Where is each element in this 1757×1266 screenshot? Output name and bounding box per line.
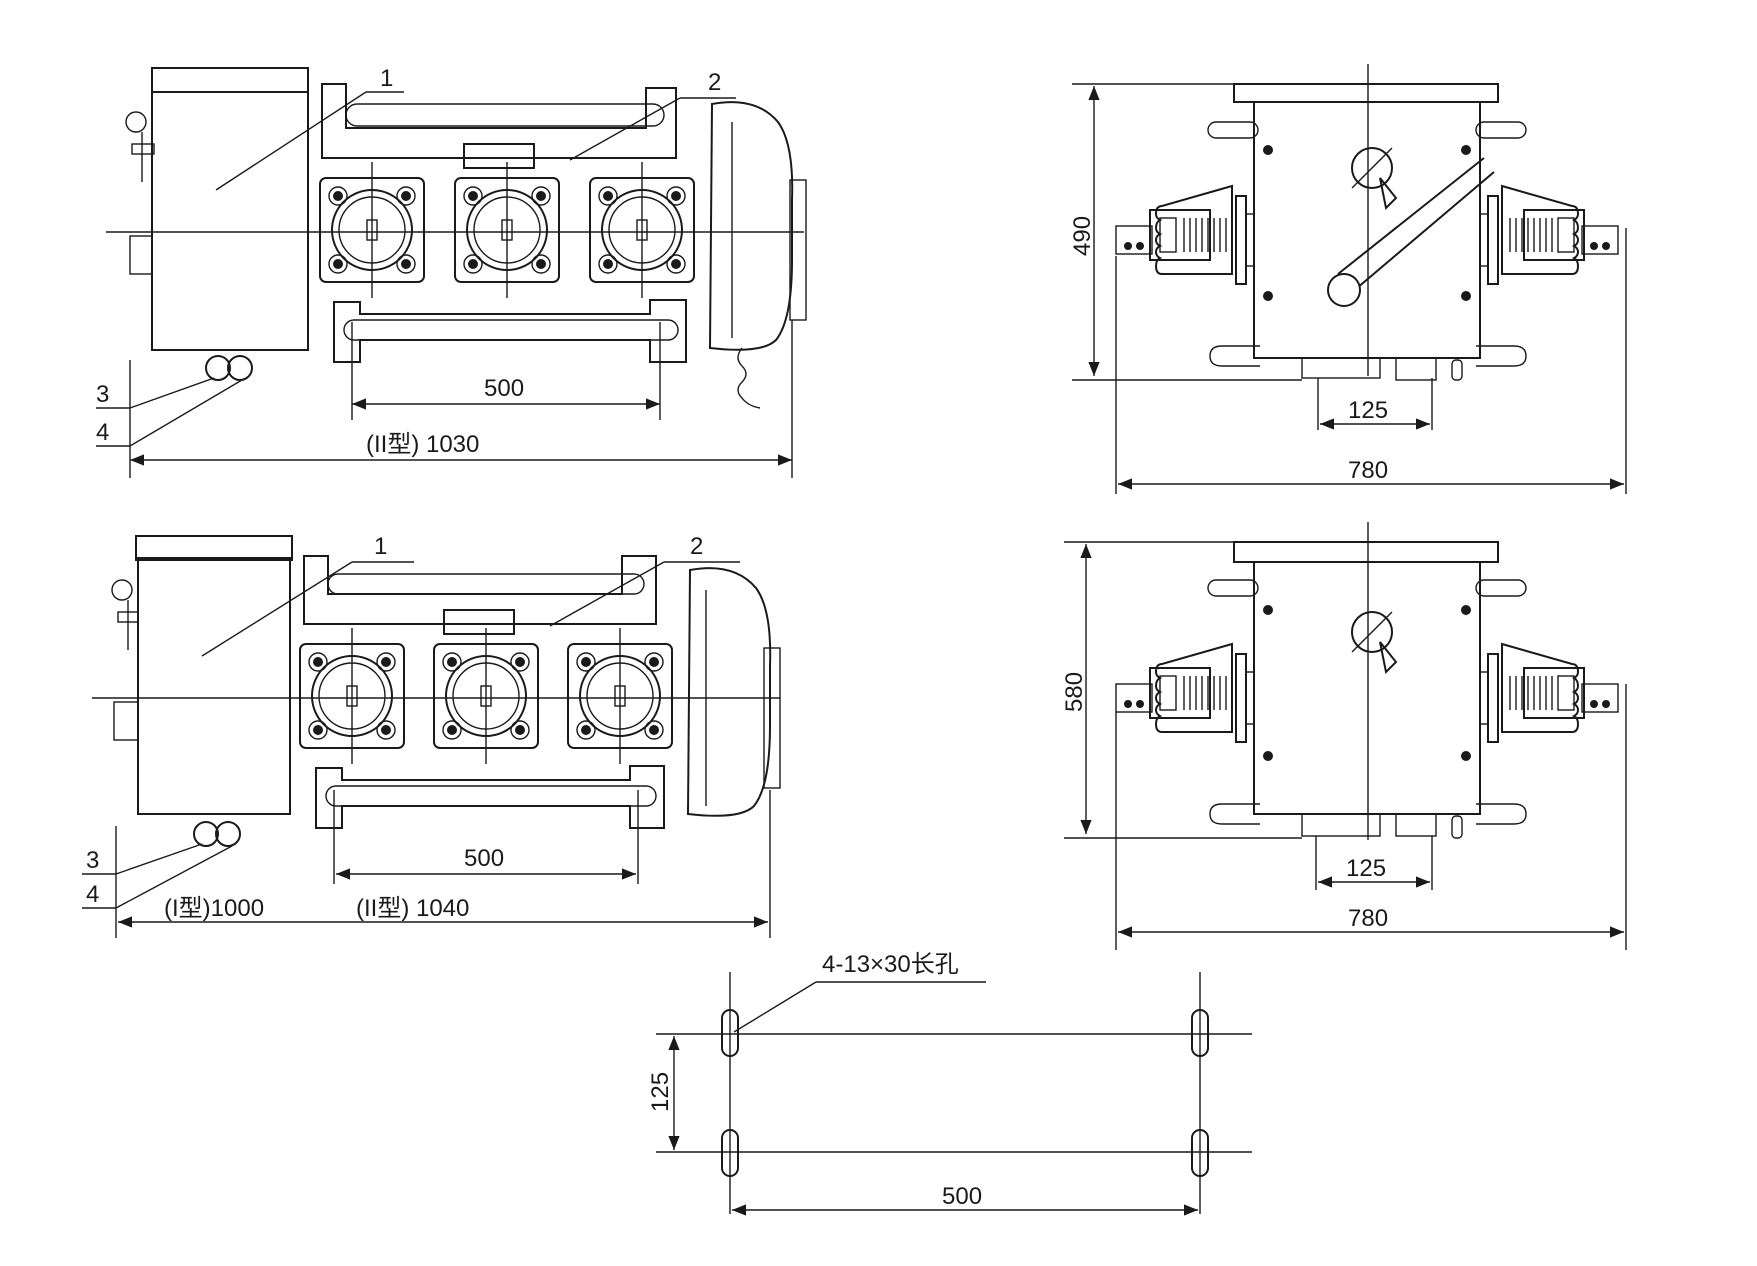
mounting-rail-bottom	[333, 299, 687, 363]
front-view-type-ii: 1 2 3 4 500 (II型) 1030	[96, 65, 807, 478]
part-label-3: 3	[86, 847, 99, 874]
dim-width-780: 780	[1348, 457, 1388, 484]
wheel-3	[205, 355, 231, 381]
side-box	[1253, 101, 1481, 359]
nameplate	[443, 609, 515, 635]
dim-mount-125: 125	[1346, 855, 1386, 882]
lifting-bar-top	[345, 103, 665, 127]
wheel-4	[227, 355, 253, 381]
slot-hole	[1191, 1009, 1209, 1057]
part-label-2: 2	[708, 69, 721, 96]
side-cover-top	[1233, 83, 1499, 103]
part-label-3: 3	[96, 381, 109, 408]
wheel-3	[193, 821, 219, 847]
dim-height-125: 125	[647, 1072, 674, 1112]
slot-hole	[1191, 1129, 1209, 1177]
mounting-plan: 4-13×30长孔 125 500	[647, 951, 1252, 1216]
wheel-4	[215, 821, 241, 847]
dim-height-580: 580	[1061, 672, 1088, 712]
front-view-type-i: 1 2 3 4 500 (I型)1000 (II型) 1040	[82, 533, 781, 938]
dim-width-500: 500	[942, 1183, 982, 1210]
side-view-type-ii: 490 125 780	[1069, 64, 1627, 494]
dim-mount-500: 500	[464, 845, 504, 872]
main-body-top	[321, 83, 677, 159]
dim-mount-125: 125	[1348, 397, 1388, 424]
end-cover	[708, 101, 794, 351]
switch-box-cover	[135, 535, 293, 561]
switch-box-cover	[151, 67, 309, 93]
dim-length-type-i: (I型)1000	[164, 895, 264, 922]
dim-mount-500: 500	[484, 375, 524, 402]
part-label-1: 1	[380, 65, 393, 92]
hole-note: 4-13×30长孔	[822, 951, 959, 978]
part-label-2: 2	[690, 533, 703, 560]
side-view-type-i: 580 125 780	[1061, 522, 1627, 950]
dim-length-1030: (II型) 1030	[366, 431, 479, 458]
dim-width-780: 780	[1348, 905, 1388, 932]
handle-knob	[125, 111, 147, 133]
part-label-1: 1	[374, 533, 387, 560]
nameplate	[463, 143, 535, 169]
part-label-4: 4	[96, 419, 109, 446]
slot-hole	[721, 1129, 739, 1177]
part-label-4: 4	[86, 881, 99, 908]
slot-hole	[721, 1009, 739, 1057]
dim-length-type-ii: (II型) 1040	[356, 895, 469, 922]
switch-box	[151, 91, 309, 351]
switch-box	[137, 557, 291, 815]
end-cover	[686, 567, 772, 817]
dim-height-490: 490	[1069, 216, 1096, 256]
